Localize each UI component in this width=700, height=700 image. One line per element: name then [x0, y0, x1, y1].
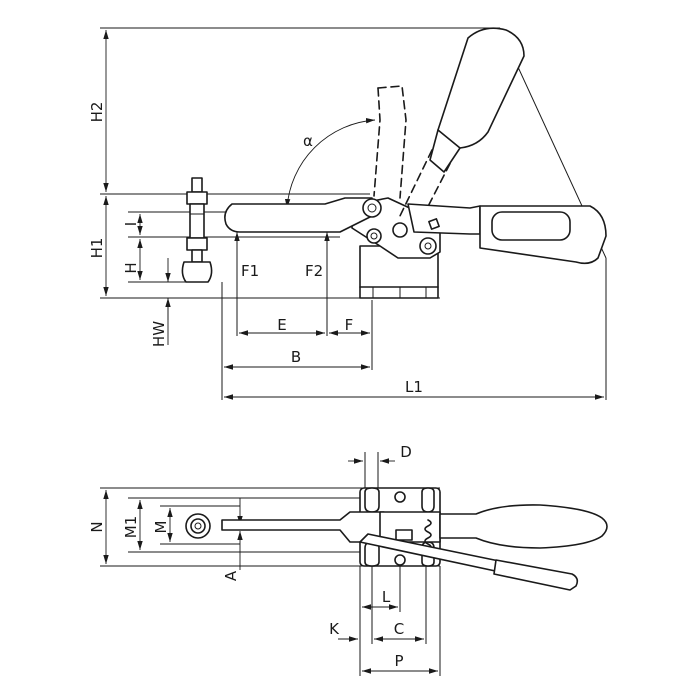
mounting-hole-bottom-mid — [394, 554, 406, 566]
alpha-angle-arc — [284, 117, 376, 209]
label-l: L — [382, 588, 391, 606]
handle-grip-top — [439, 504, 608, 549]
label-alpha: α — [303, 132, 313, 150]
label-h1: H1 — [88, 238, 106, 259]
pivot-lower-inner — [370, 232, 378, 240]
clamping-arm — [224, 197, 373, 233]
pivot-upper-inner — [367, 203, 377, 213]
label-m1: M1 — [122, 516, 140, 539]
handle-slot — [428, 218, 440, 230]
label-d: D — [400, 443, 412, 461]
upright-handle-grip — [437, 27, 525, 149]
spindle-neck — [191, 249, 203, 263]
label-e: E — [277, 316, 286, 334]
mounting-hole-top-mid — [394, 491, 406, 503]
label-f: F — [345, 316, 354, 334]
spindle-shaft — [189, 203, 205, 239]
label-f1: F1 — [241, 262, 259, 280]
label-h: H — [122, 262, 140, 273]
spindle-head-inner — [194, 522, 202, 530]
label-i: I — [122, 222, 140, 226]
label-k: K — [329, 620, 340, 638]
mounting-slot-top-right — [421, 487, 435, 513]
handle-grip-inner — [491, 211, 571, 241]
label-a: A — [222, 570, 240, 581]
pivot-lower-icon — [366, 228, 382, 244]
pivot-base-inner — [424, 242, 432, 250]
open-position-lever-1 — [397, 149, 433, 221]
spindle-nut-upper — [186, 191, 208, 205]
spindle-top — [191, 177, 203, 193]
label-c: C — [394, 620, 404, 638]
spindle-pressure-pad — [181, 261, 213, 283]
toggle-link-top — [395, 529, 413, 541]
upright-handle-neck — [429, 129, 461, 173]
label-f2: F2 — [305, 262, 323, 280]
spring-coil-icon — [424, 519, 432, 551]
label-n: N — [88, 521, 106, 532]
handle-lever-arm — [407, 203, 481, 235]
label-hw: HW — [150, 321, 168, 347]
pivot-upper-icon — [362, 198, 382, 218]
spindle-nut-lower — [186, 237, 208, 251]
side-view: H2 H1 I H HW F1 F2 E F B L1 α — [88, 27, 607, 400]
pivot-base-icon — [419, 237, 437, 255]
clamp-arm-top — [221, 511, 385, 543]
open-position-handle-left — [373, 87, 381, 197]
label-b: B — [291, 348, 301, 366]
open-handle-grip — [493, 559, 579, 591]
label-l1: L1 — [405, 378, 423, 396]
spindle-head-mid — [190, 518, 206, 534]
label-p: P — [394, 652, 403, 670]
mounting-slot-top-left — [364, 487, 380, 513]
label-h2: H2 — [88, 102, 106, 123]
top-view: D N M1 M A L K C P — [88, 443, 608, 676]
pivot-mid-icon — [392, 222, 408, 238]
label-m: M — [152, 521, 170, 534]
open-position-handle-right — [377, 85, 407, 199]
